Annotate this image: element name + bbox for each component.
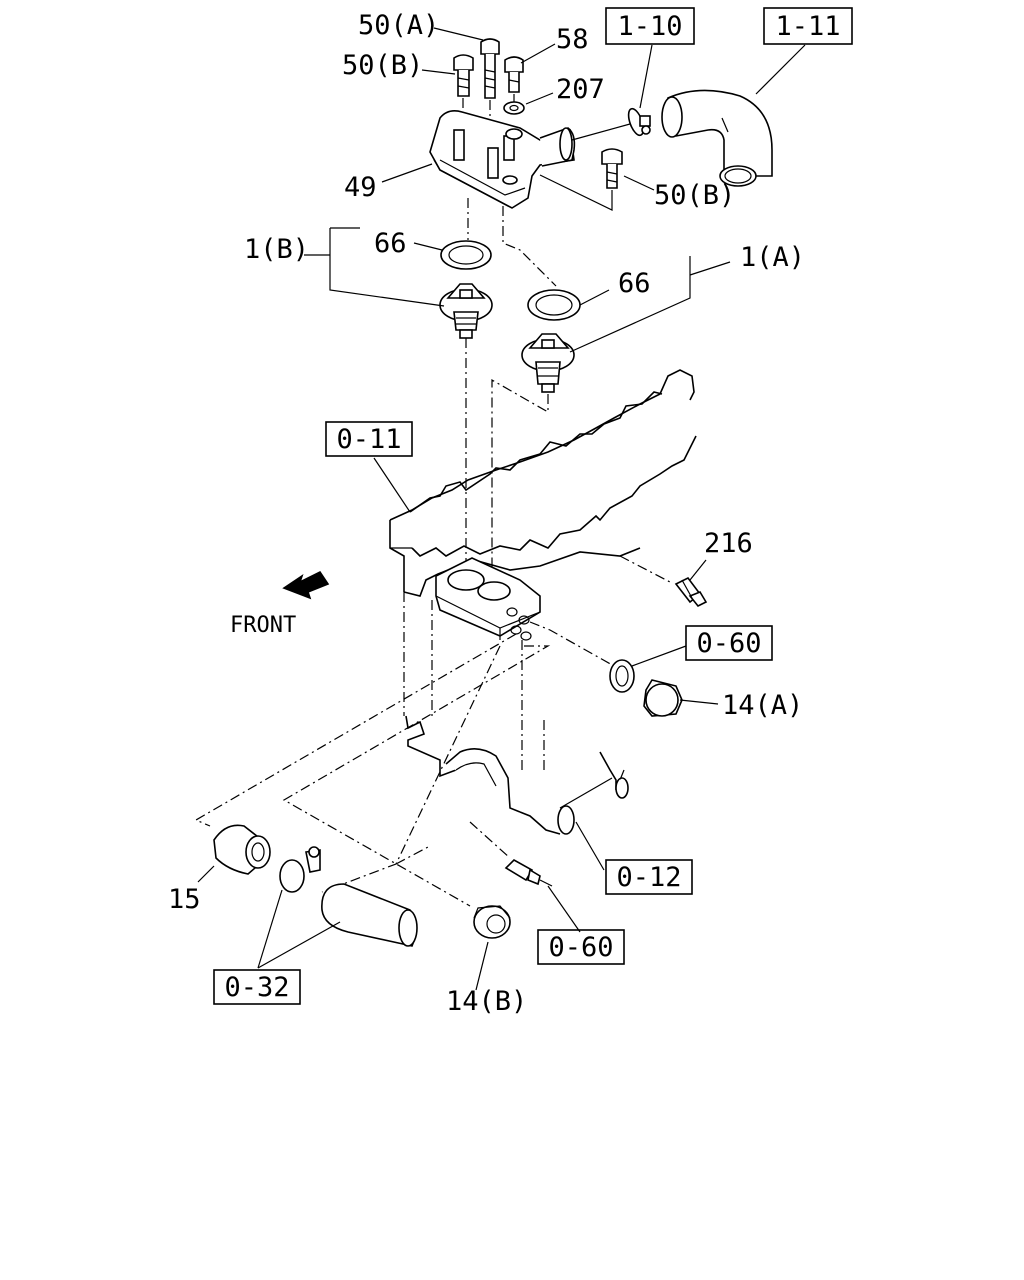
label-216: 216 [704,528,753,559]
label-14a: 14(A) [722,690,803,721]
bolt-50a [480,38,500,99]
hose-0-32 [321,883,418,947]
cylinder-head [389,369,697,597]
label-front: FRONT [230,613,296,638]
ref-box-0-60-bottom: 0-60 [548,932,613,963]
ref-box-0-11: 0-11 [336,424,401,455]
thermostat-1b [439,283,493,339]
ref-box-1-10: 1-10 [617,11,682,42]
label-66-left: 66 [374,228,407,259]
label-15: 15 [168,884,201,915]
cylinder-block [405,715,629,835]
washer-0-60 [609,659,635,693]
washer-207 [503,101,525,115]
label-50b-right: 50(B) [654,180,735,211]
label-49: 49 [344,172,377,203]
ref-box-0-12: 0-12 [616,862,681,893]
small-bolt-0-32 [305,846,321,873]
label-207: 207 [556,74,605,105]
label-58: 58 [556,24,589,55]
thermostat-housing-49 [429,110,576,209]
label-1b: 1(B) [244,234,309,265]
sensor-0-60 [504,859,553,887]
ref-box-0-60-top: 0-60 [696,628,761,659]
hose-clamp [627,107,651,137]
pipe-15 [213,824,271,875]
plug-14a [643,679,683,717]
bolt-50b-right [601,148,623,189]
front-arrow [282,570,330,600]
label-14b: 14(B) [446,986,527,1017]
gasket-0-32 [279,859,305,893]
gasket-66-left [440,240,492,270]
plug-14b [473,905,511,939]
ref-box-1-11: 1-11 [775,11,840,42]
thermostat-seat [435,557,541,641]
label-1a: 1(A) [740,242,805,273]
thermostat-1a [521,333,575,393]
bolt-50b-top [453,54,474,97]
bolt-58 [504,56,524,93]
label-50b-top: 50(B) [342,50,423,81]
label-50a: 50(A) [358,10,439,41]
sensor-216 [674,576,708,608]
label-66-right: 66 [618,268,651,299]
hose-1-11 [661,89,773,187]
ref-box-0-32: 0-32 [224,972,289,1003]
